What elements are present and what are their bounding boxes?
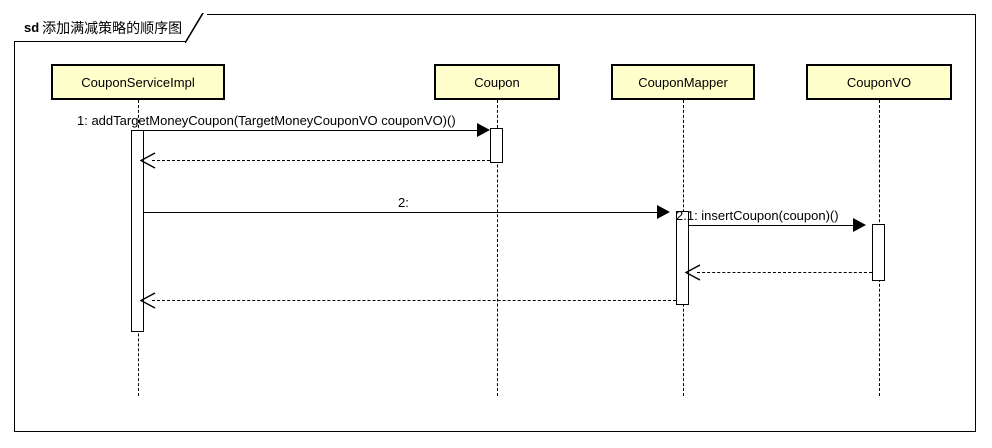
message-line-1[interactable] <box>138 130 483 131</box>
message-line-2-return[interactable] <box>152 160 490 161</box>
message-line-5-return[interactable] <box>697 272 872 273</box>
lifeline-label: CouponVO <box>846 74 912 90</box>
frame-kind-label: sd <box>24 20 40 35</box>
lifeline-dash-coupon <box>497 100 498 396</box>
lifeline-head-couponmapper[interactable]: CouponMapper <box>611 64 755 100</box>
activation-couponvo[interactable] <box>872 224 885 281</box>
message-arrowhead-4 <box>853 218 866 232</box>
frame-title-label: 添加满减策略的顺序图 <box>42 19 183 36</box>
message-line-3[interactable] <box>144 212 663 213</box>
message-line-6-return[interactable] <box>152 300 676 301</box>
activation-coupon[interactable] <box>490 128 503 163</box>
frame-label-tab: sd 添加满减策略的顺序图 <box>14 13 208 43</box>
lifeline-label: CouponServiceImpl <box>81 74 195 90</box>
message-arrowhead-1 <box>477 123 490 137</box>
lifeline-head-coupon[interactable]: Coupon <box>434 64 560 100</box>
frame-tab-corner <box>185 13 208 43</box>
message-label-4: 2.1: insertCoupon(coupon)() <box>676 208 839 223</box>
message-line-4[interactable] <box>689 225 859 226</box>
lifeline-head-couponserviceimpl[interactable]: CouponServiceImpl <box>51 64 225 100</box>
lifeline-label: Coupon <box>474 74 520 90</box>
lifeline-label: CouponMapper <box>638 74 728 90</box>
message-arrowhead-3 <box>657 205 670 219</box>
lifeline-head-couponvo[interactable]: CouponVO <box>806 64 952 100</box>
message-label-1: 1: addTargetMoneyCoupon(TargetMoneyCoupo… <box>77 113 456 128</box>
activation-couponmapper[interactable] <box>676 211 689 305</box>
message-label-3: 2: <box>398 195 409 210</box>
activation-couponserviceimpl[interactable] <box>131 130 144 332</box>
